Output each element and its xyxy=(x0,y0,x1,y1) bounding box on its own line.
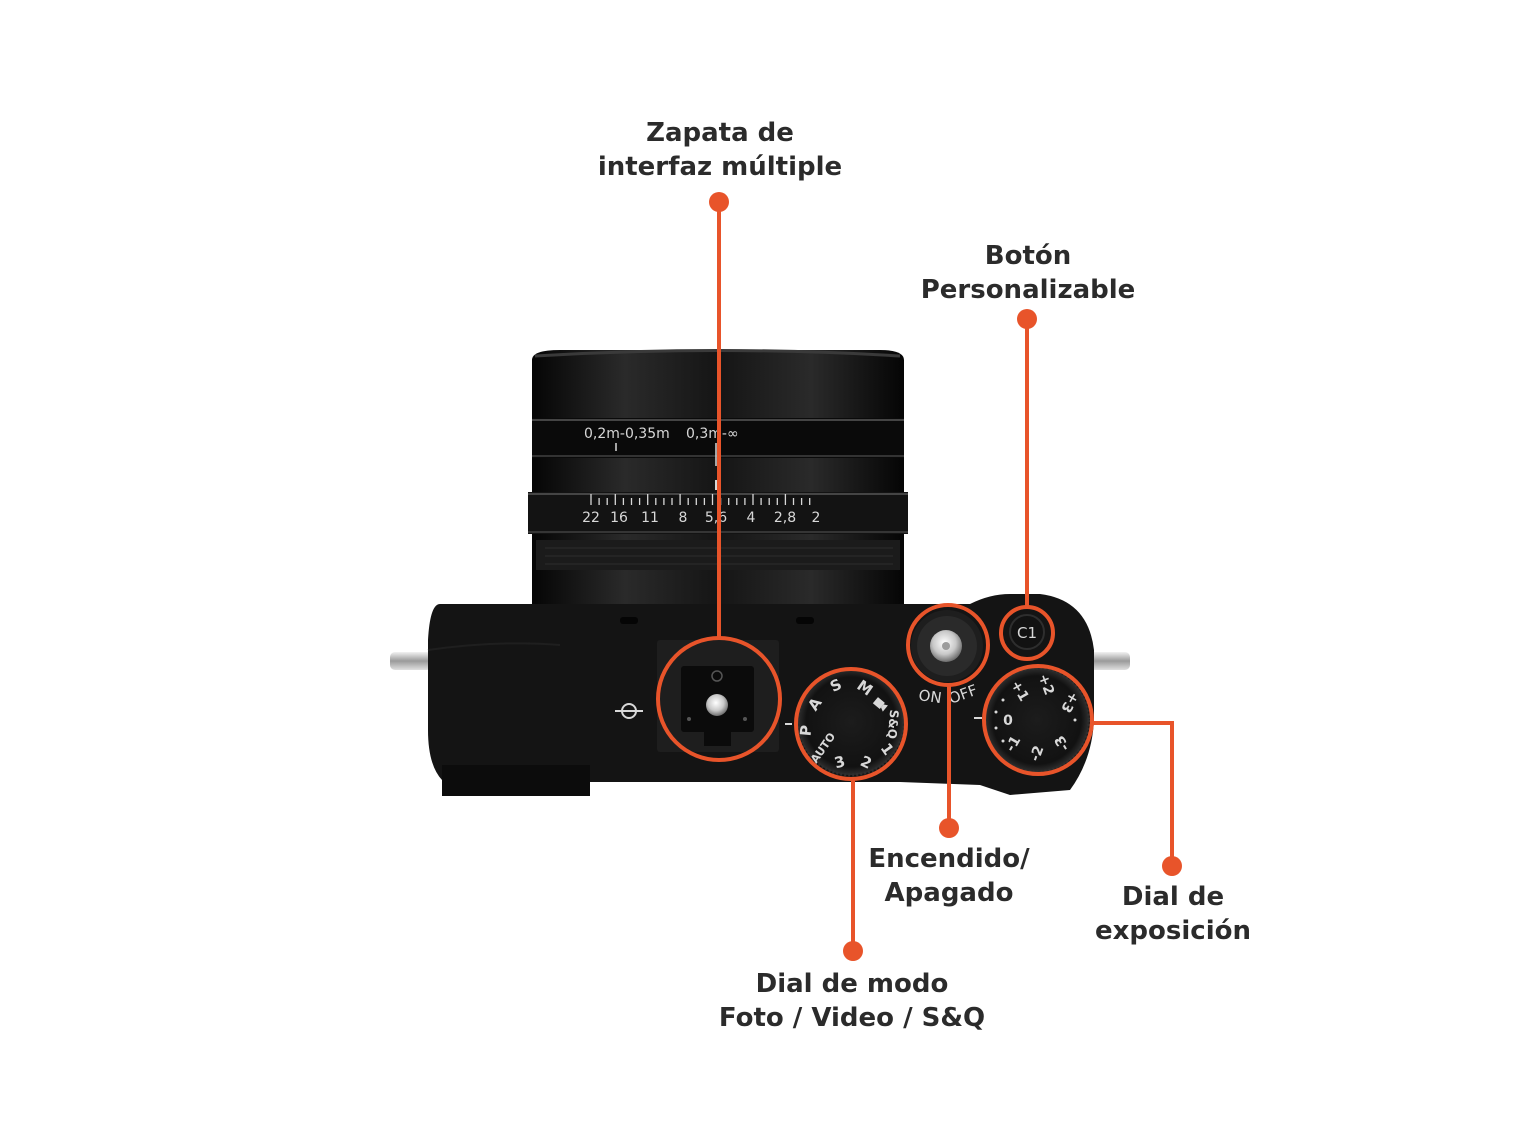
c1-callout-dot xyxy=(1017,309,1037,329)
label-power: Encendido/ Apagado xyxy=(868,842,1029,910)
label-hotshoe-line1: Zapata de xyxy=(646,118,794,148)
shutter-button[interactable] xyxy=(911,610,983,682)
exposure-callout-dot xyxy=(1162,856,1182,876)
label-exposure-dial-line1: Dial de xyxy=(1121,882,1225,912)
aperture-label: 5,6 xyxy=(705,510,727,526)
right-strap-lug xyxy=(1088,652,1130,670)
mode-mark-sq: S&Q xyxy=(885,709,902,739)
exp-mark-0: 0 xyxy=(1003,713,1013,729)
aperture-label: 2,8 xyxy=(774,510,796,526)
aperture-label: 2 xyxy=(812,510,821,526)
aperture-label: 8 xyxy=(679,510,688,526)
hotshoe-icon[interactable] xyxy=(657,640,779,752)
aperture-scale: 22 16 11 8 5,6 4 2,8 2 xyxy=(582,510,820,526)
aperture-label: 16 xyxy=(610,510,628,526)
lens-focus-scale: 0,2m-0,35m 0,3m-∞ xyxy=(584,426,739,490)
mode-callout-dot xyxy=(843,941,863,961)
exp-mark-minus2: -2 xyxy=(1027,744,1047,764)
power-callout-dot xyxy=(939,818,959,838)
label-hotshoe: Zapata de interfaz múltiple xyxy=(598,116,842,184)
focal-plane-icon xyxy=(615,703,643,719)
label-custom-button-line1: Botón xyxy=(984,241,1072,271)
exp-mark-minus1: -1 xyxy=(1003,733,1025,754)
label-mode-dial-line1: Dial de modo xyxy=(755,969,949,999)
exp-mark-plus2: +2 xyxy=(1035,672,1057,698)
aperture-label: 11 xyxy=(641,510,659,526)
label-mode-dial: Dial de modo Foto / Video / S&Q xyxy=(719,967,985,1035)
mode-mark-3: 3 xyxy=(832,752,847,772)
mode-mark-p: P xyxy=(797,724,816,737)
callout-dots xyxy=(709,192,1182,961)
label-exposure-dial-line2: exposición xyxy=(1095,916,1251,946)
label-hotshoe-line2: interfaz múltiple xyxy=(597,152,843,182)
hotshoe-callout-dot xyxy=(709,192,729,212)
label-custom-button: Botón Personalizable xyxy=(921,239,1136,307)
label-power-line2: Apagado xyxy=(884,878,1014,908)
left-strap-lug xyxy=(390,652,432,670)
label-exposure-dial: Dial de exposición xyxy=(1095,880,1251,948)
video-camera-icon xyxy=(872,697,888,712)
custom-button-c1[interactable]: C1 xyxy=(1009,614,1045,650)
exposure-dial[interactable]: +2 +1 0 -1 -2 -3 +3 xyxy=(983,666,1091,774)
focus-range-macro: 0,2m-0,35m xyxy=(584,426,670,442)
focus-range-normal: 0,3m-∞ xyxy=(686,426,739,442)
power-on-label: ON xyxy=(917,686,942,707)
label-custom-button-line2: Personalizable xyxy=(920,275,1136,305)
label-power-line1: Encendido/ xyxy=(868,844,1030,874)
aperture-label: 4 xyxy=(747,510,756,526)
c1-label: C1 xyxy=(1017,624,1037,642)
exp-mark-minus3: -3 xyxy=(1052,732,1074,753)
label-mode-dial-line2: Foto / Video / S&Q xyxy=(718,1003,986,1033)
callout-overlays xyxy=(656,202,1174,951)
aperture-label: 22 xyxy=(582,510,600,526)
